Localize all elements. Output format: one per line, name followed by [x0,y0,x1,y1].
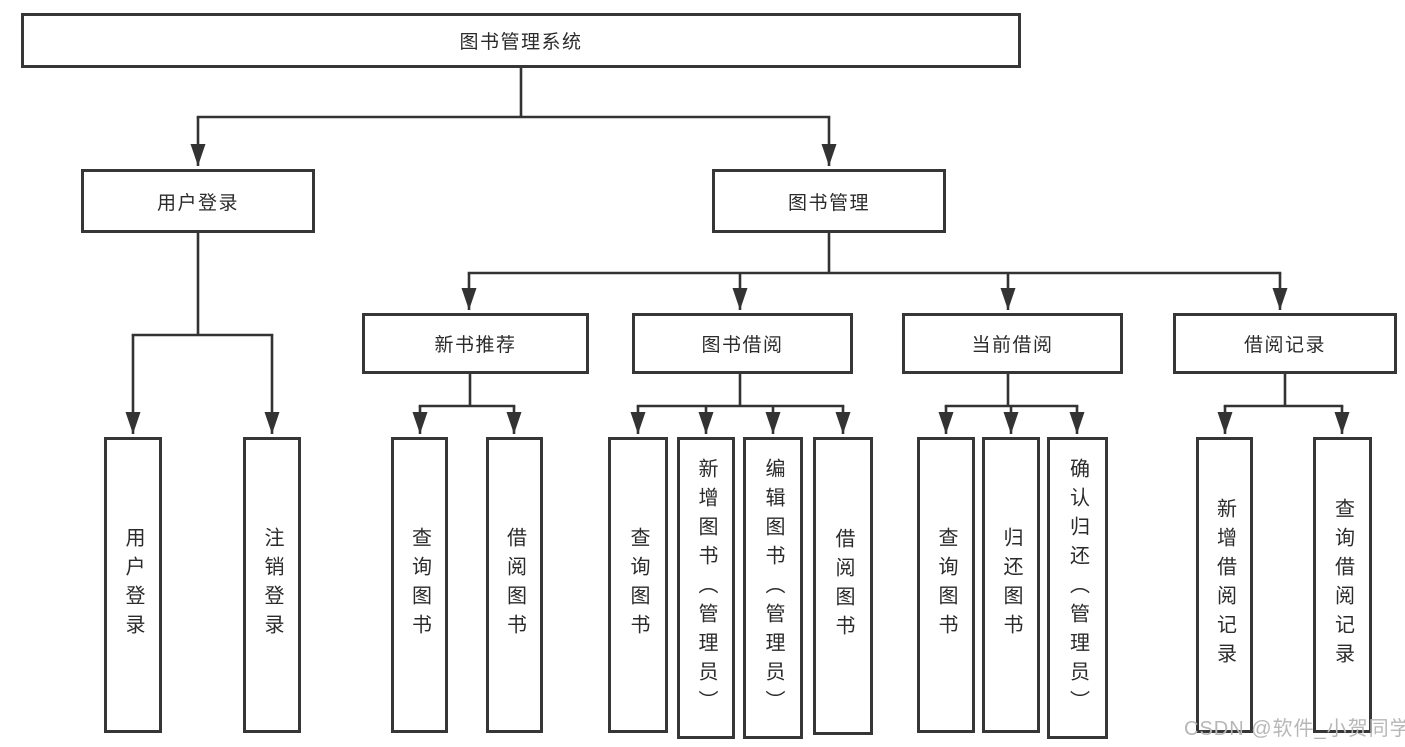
leaf-br-query-record: 查询借阅记录 [1313,437,1372,733]
leaf-nb-borrow-books-label: 借阅图书 [503,527,526,643]
leaf-cb-return-books: 归还图书 [982,437,1040,733]
node-borrow-record: 借阅记录 [1173,313,1397,374]
node-current-borrow-label: 当前借阅 [971,335,1054,356]
leaf-cb-confirm-return-admin: 确认归还（管理员） [1047,437,1108,739]
leaf-nb-query-books: 查询图书 [391,437,448,733]
node-root-label: 图书管理系统 [459,32,583,53]
node-root: 图书管理系统 [21,13,1021,68]
leaf-logout-label: 注销登录 [261,527,283,643]
leaf-cb-return-books-label: 归还图书 [1000,527,1022,643]
leaf-bb-query-books-label: 查询图书 [627,527,649,643]
leaf-bb-add-books-admin-label: 新增图书（管理员） [695,457,717,719]
leaf-br-query-record-label: 查询借阅记录 [1331,498,1354,672]
node-book-borrow: 图书借阅 [632,313,853,374]
leaf-cb-confirm-return-admin-label: 确认归还（管理员） [1066,457,1089,719]
leaf-bb-edit-books-admin: 编辑图书（管理员） [743,437,803,739]
node-current-borrow: 当前借阅 [902,313,1123,374]
leaf-bb-query-books: 查询图书 [608,437,668,733]
node-book-management: 图书管理 [712,169,946,233]
leaf-bb-add-books-admin: 新增图书（管理员） [677,437,735,739]
leaf-nb-borrow-books: 借阅图书 [486,437,543,733]
leaf-user-login-label: 用户登录 [122,527,144,643]
leaf-cb-query-books-label: 查询图书 [935,527,957,643]
leaf-br-add-record-label: 新增借阅记录 [1213,498,1236,672]
leaf-nb-query-books-label: 查询图书 [408,527,431,643]
node-user-login: 用户登录 [81,169,315,233]
leaf-bb-edit-books-admin-label: 编辑图书（管理员） [762,457,784,719]
node-new-book-recommend-label: 新书推荐 [434,335,517,356]
leaf-bb-borrow-books: 借阅图书 [813,437,873,735]
leaf-br-add-record: 新增借阅记录 [1196,437,1253,733]
leaf-logout: 注销登录 [243,437,301,733]
node-new-book-recommend: 新书推荐 [362,313,589,374]
node-borrow-record-label: 借阅记录 [1243,335,1326,356]
leaf-user-login: 用户登录 [104,437,162,733]
node-book-borrow-label: 图书借阅 [701,335,784,356]
node-book-management-label: 图书管理 [787,192,870,214]
watermark: CSDN @软件_小贺同学 [1184,718,1405,740]
leaf-cb-query-books: 查询图书 [917,437,975,733]
leaf-bb-borrow-books-label: 借阅图书 [832,528,854,644]
node-user-login-label: 用户登录 [156,192,239,214]
